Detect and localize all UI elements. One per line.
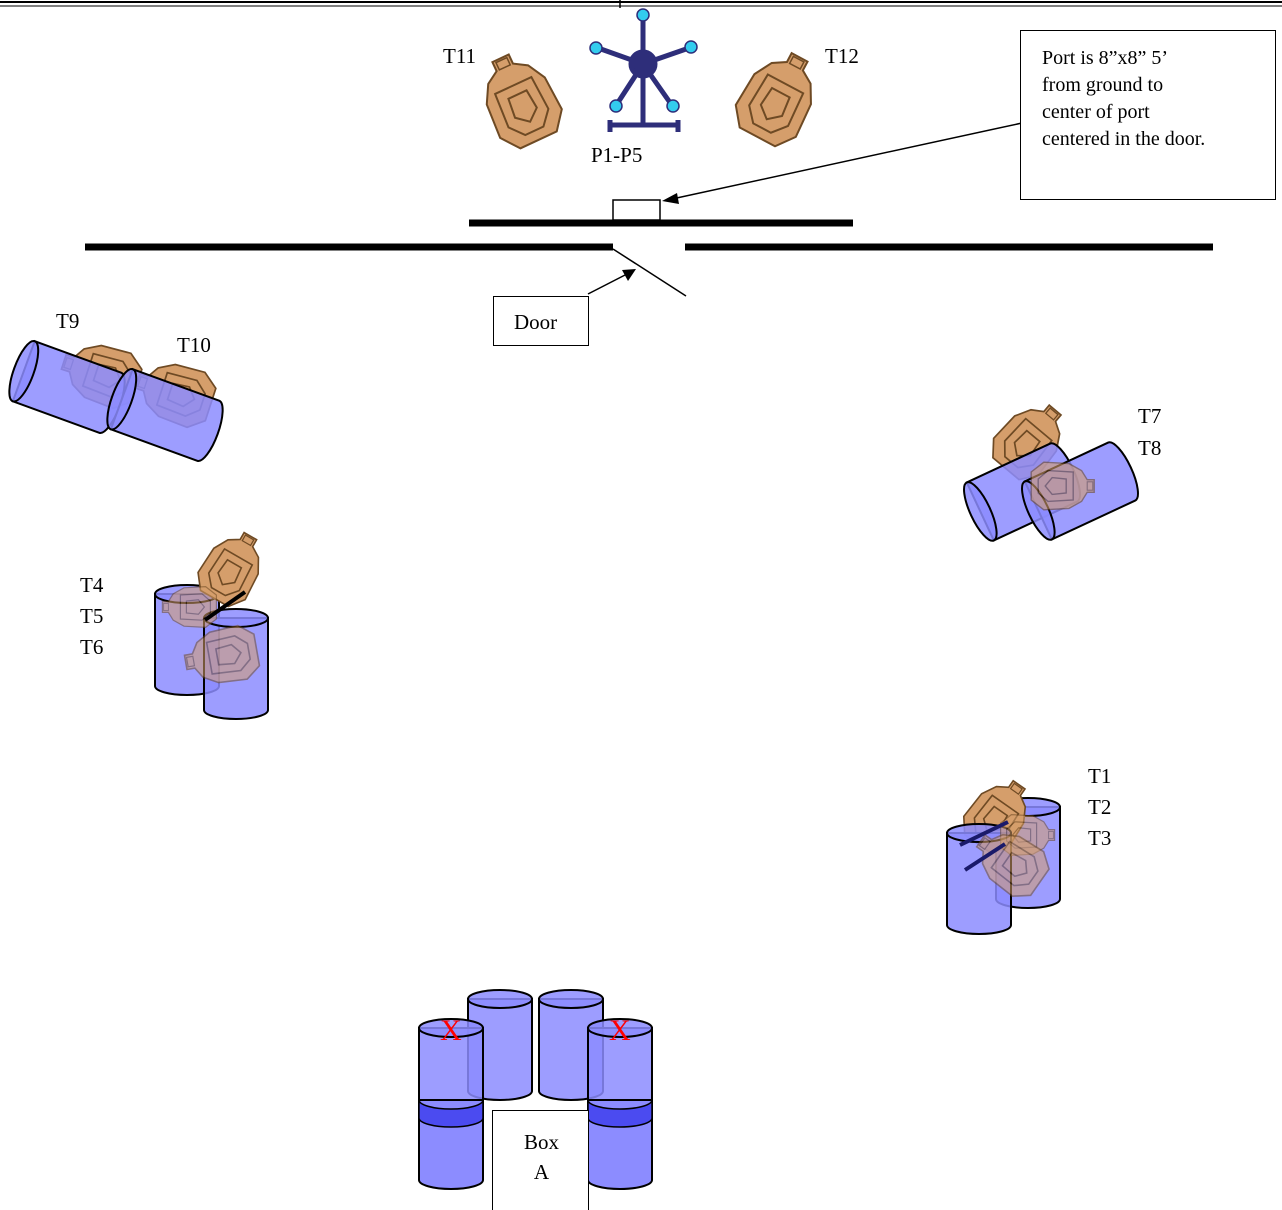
t4-stand bbox=[203, 590, 247, 622]
label-t9: T9 bbox=[56, 309, 80, 333]
label-t11: T11 bbox=[443, 44, 477, 68]
door-label: Door bbox=[514, 310, 558, 334]
t2-stand bbox=[959, 820, 1009, 847]
label-t8: T8 bbox=[1138, 436, 1162, 460]
port-arrow bbox=[662, 122, 1023, 204]
label-t12: T12 bbox=[825, 44, 859, 68]
t3-stand bbox=[963, 842, 1007, 872]
x-mark-left: X bbox=[440, 1014, 462, 1047]
door-arrow bbox=[587, 269, 636, 295]
label-t4: T4 bbox=[80, 573, 104, 597]
label-t7: T7 bbox=[1138, 404, 1162, 428]
target-t12 bbox=[726, 40, 831, 154]
barrel-box-lower-left bbox=[418, 1099, 484, 1190]
label-t1: T1 bbox=[1088, 764, 1112, 788]
port-opening bbox=[612, 199, 661, 221]
label-popper: P1-P5 bbox=[591, 143, 643, 167]
box-a: Box A bbox=[492, 1110, 589, 1210]
popper-plate-rack bbox=[589, 8, 698, 132]
port-note-box: Port is 8”x8” 5’ from ground to center o… bbox=[1020, 30, 1276, 200]
label-t5: T5 bbox=[80, 604, 104, 628]
label-t3: T3 bbox=[1088, 826, 1112, 850]
box-a-label: Box A bbox=[523, 1130, 559, 1184]
door-label-box: Door bbox=[493, 296, 589, 346]
label-t6: T6 bbox=[80, 635, 104, 659]
label-t10: T10 bbox=[177, 333, 211, 357]
target-t11 bbox=[468, 42, 571, 156]
port-note-text: Port is 8”x8” 5’ from ground to center o… bbox=[1042, 47, 1206, 150]
barrel-box-lower-right bbox=[587, 1099, 653, 1190]
x-mark-right: X bbox=[609, 1014, 631, 1047]
label-t2: T2 bbox=[1088, 795, 1112, 819]
door-swing bbox=[612, 248, 687, 297]
